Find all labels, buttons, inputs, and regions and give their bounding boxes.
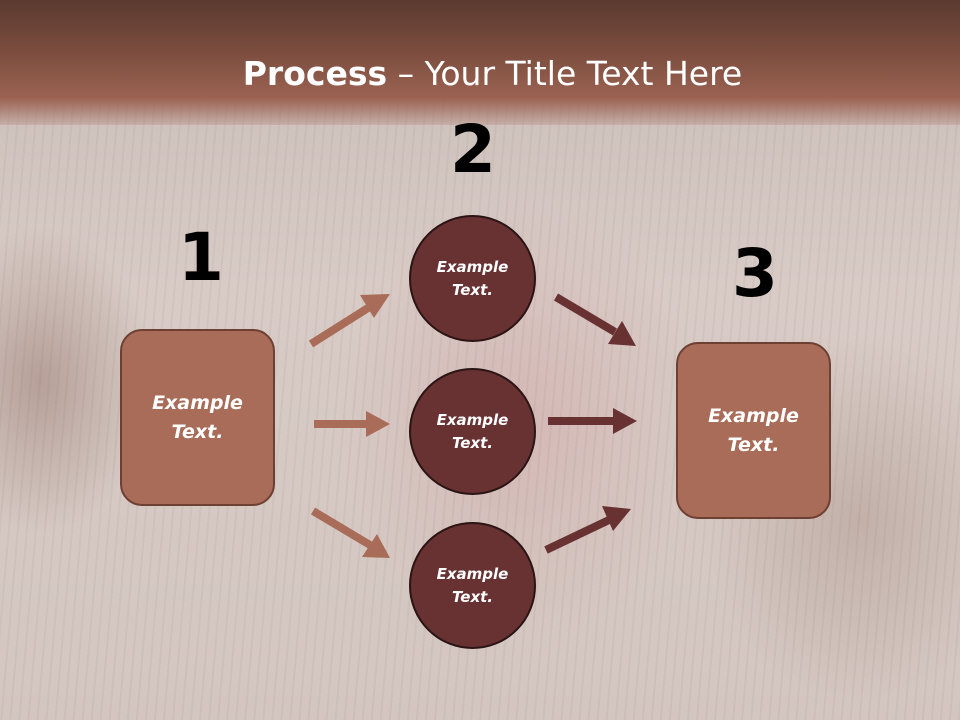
arrow-middle-to-right: [548, 408, 637, 434]
arrow-top-to-right: [553, 293, 636, 346]
arrow-left-to-bottom: [310, 507, 390, 558]
title-dash: –: [387, 54, 425, 93]
circle-middle-label: Example Text.: [436, 410, 509, 452]
circle-top: Example Text.: [409, 215, 536, 342]
circle-bottom: Example Text.: [409, 522, 536, 649]
circle-top-label: Example Text.: [436, 257, 509, 299]
right-process-box: Example Text.: [676, 342, 831, 519]
title-strong: Process: [242, 54, 388, 93]
slide-title: Process – Your Title Text Here: [0, 54, 960, 93]
circle-bottom-label: Example Text.: [436, 564, 509, 606]
step-number-1: 1: [178, 219, 224, 296]
circle-middle: Example Text.: [409, 368, 536, 495]
arrow-left-to-middle: [314, 411, 390, 437]
right-box-label: Example Text.: [708, 404, 799, 456]
left-box-label: Example Text.: [152, 391, 243, 443]
step-number-3: 3: [732, 235, 778, 312]
title-rest: Your Title Text Here: [424, 54, 743, 93]
left-process-box: Example Text.: [120, 329, 275, 506]
arrow-left-to-top: [308, 294, 390, 348]
title-bar: [0, 0, 960, 125]
arrow-bottom-to-right: [544, 506, 631, 554]
step-number-2: 2: [450, 111, 496, 188]
